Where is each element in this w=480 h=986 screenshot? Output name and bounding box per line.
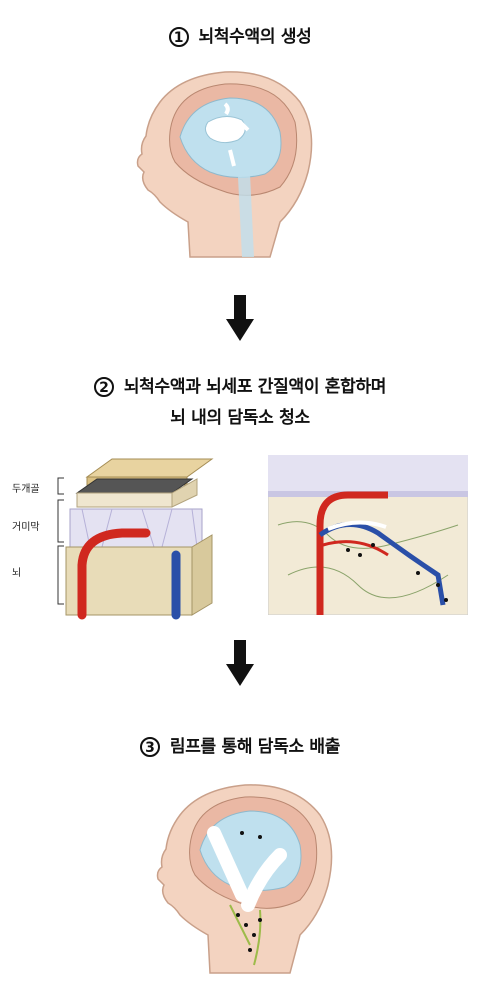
brain-label: 뇌: [12, 568, 22, 579]
interstitial-fluid-flow-illustration: [268, 455, 468, 615]
arachnoid-label: 거미막: [12, 522, 40, 533]
step-3-number: 3: [139, 737, 160, 757]
step-2-title: 2 뇌척수액과 뇌세포 간질액이 혼합하며 뇌 내의 담독소 청소: [0, 372, 480, 428]
down-arrow-icon: [226, 295, 254, 341]
head-csf-production-illustration: [136, 71, 313, 258]
step-2-number: 2: [93, 377, 114, 397]
step-3-title: 3 림프를 통해 담독소 배출: [0, 732, 480, 757]
step-1-number: 1: [168, 27, 189, 47]
down-arrow-icon: [226, 640, 254, 686]
head-lymph-drainage-illustration: [156, 784, 333, 974]
meninges-layer-block-illustration: [65, 458, 214, 620]
step-2-text-line1: 뇌척수액과 뇌세포 간질액이 혼합하며: [123, 377, 387, 397]
step-1-title: 1 뇌척수액의 생성: [0, 22, 480, 47]
step-3-text: 림프를 통해 담독소 배출: [169, 737, 341, 757]
step-1-text: 뇌척수액의 생성: [198, 27, 312, 47]
step-2-text-line2: 뇌 내의 담독소 청소: [170, 408, 310, 428]
layer-brackets: [57, 477, 64, 605]
skull-label: 두개골: [12, 484, 40, 495]
